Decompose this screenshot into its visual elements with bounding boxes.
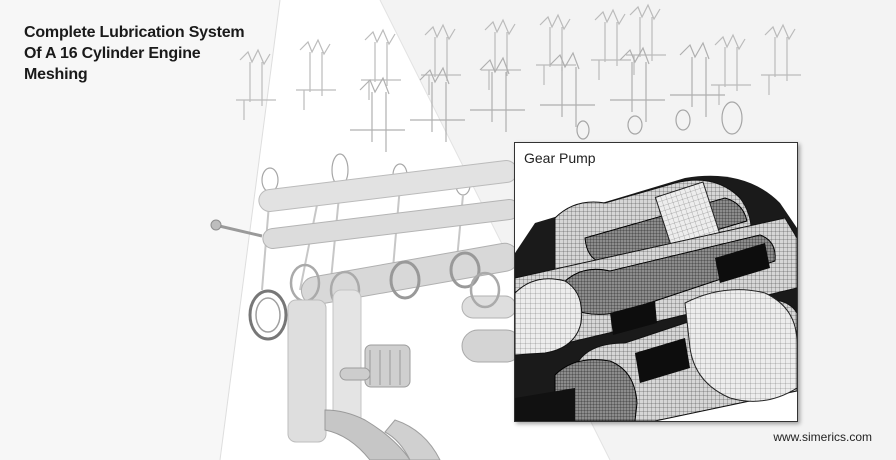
image-title: Complete Lubrication System Of A 16 Cyli…: [24, 22, 324, 85]
sump-pipes: [287, 289, 441, 460]
title-line-1: Complete Lubrication System: [24, 24, 245, 41]
title-line-3: Meshing: [24, 66, 88, 83]
inset-label: Gear Pump: [524, 150, 596, 166]
gear-pump-mesh-render: [515, 175, 797, 421]
gear-pump-inset: Gear Pump: [514, 142, 798, 422]
title-line-2: Of A 16 Cylinder Engine: [24, 45, 201, 62]
valve-train-row-back: [236, 3, 801, 120]
website-url: www.simerics.com: [773, 430, 872, 444]
valve-train-row-middle: [350, 41, 725, 152]
